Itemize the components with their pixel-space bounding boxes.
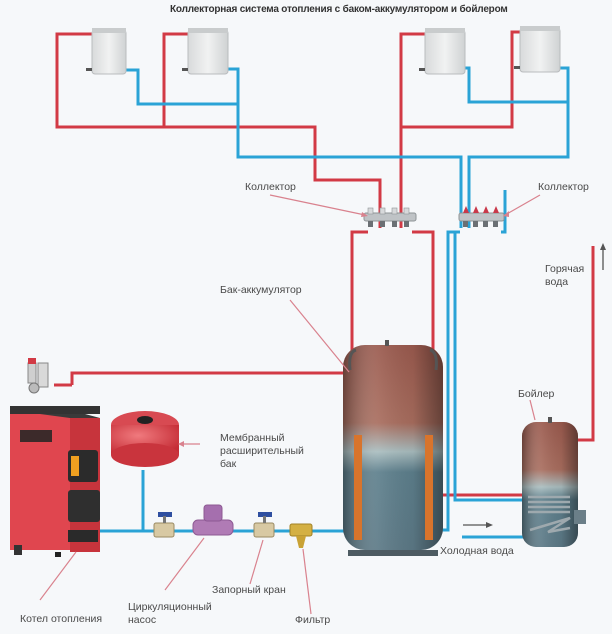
boiler-supply-pipe: [70, 371, 352, 385]
collector-hot-feed: [350, 230, 368, 370]
collector-right: [458, 206, 505, 227]
collector-left: [363, 207, 417, 227]
label-filter: Фильтр: [295, 614, 331, 626]
label-expansion-3: бак: [220, 458, 237, 470]
hot-water-riser: [578, 246, 595, 442]
up-arrow-icon: [600, 243, 606, 270]
shutoff-valve-2: [253, 512, 275, 538]
label-collector-right: Коллектор: [538, 181, 589, 193]
label-collector-left: Коллектор: [245, 181, 296, 193]
leader-lines: [39, 194, 541, 615]
label-expansion-2: расширительный: [220, 445, 304, 457]
collector-return-to-boiler: [453, 230, 530, 502]
heating-boiler: [10, 406, 100, 557]
storage-tank: [343, 340, 443, 556]
label-heating-boiler: Котел отопления: [20, 613, 103, 625]
diagram-title: Коллекторная система отопления с баком-а…: [170, 4, 508, 15]
label-hot-water-2: вода: [545, 276, 569, 288]
dhw-boiler: [522, 417, 586, 547]
radiator-4: [514, 26, 561, 73]
label-cold-water: Холодная вода: [440, 545, 514, 557]
collector-return-riser: [501, 190, 507, 234]
label-hot-water-1: Горячая: [545, 263, 585, 275]
filter: [289, 523, 313, 548]
circulation-pump: [192, 504, 234, 536]
radiator-1: [86, 28, 127, 75]
shutoff-valve-1: [153, 512, 175, 538]
right-arrow-icon: [463, 522, 493, 528]
expansion-tank: [111, 411, 179, 467]
label-dhw-boiler: Бойлер: [518, 388, 555, 400]
label-storage-tank: Бак-аккумулятор: [220, 284, 302, 296]
label-pump-1: Циркуляционный: [128, 601, 212, 613]
safety-group: [27, 358, 49, 394]
label-shutoff-valve: Запорный кран: [212, 584, 286, 596]
label-pump-2: насос: [128, 614, 157, 626]
label-expansion-1: Мембранный: [220, 432, 285, 444]
cold-return-pipes: [122, 66, 570, 228]
radiator-3: [419, 28, 466, 75]
radiator-2: [182, 28, 229, 75]
